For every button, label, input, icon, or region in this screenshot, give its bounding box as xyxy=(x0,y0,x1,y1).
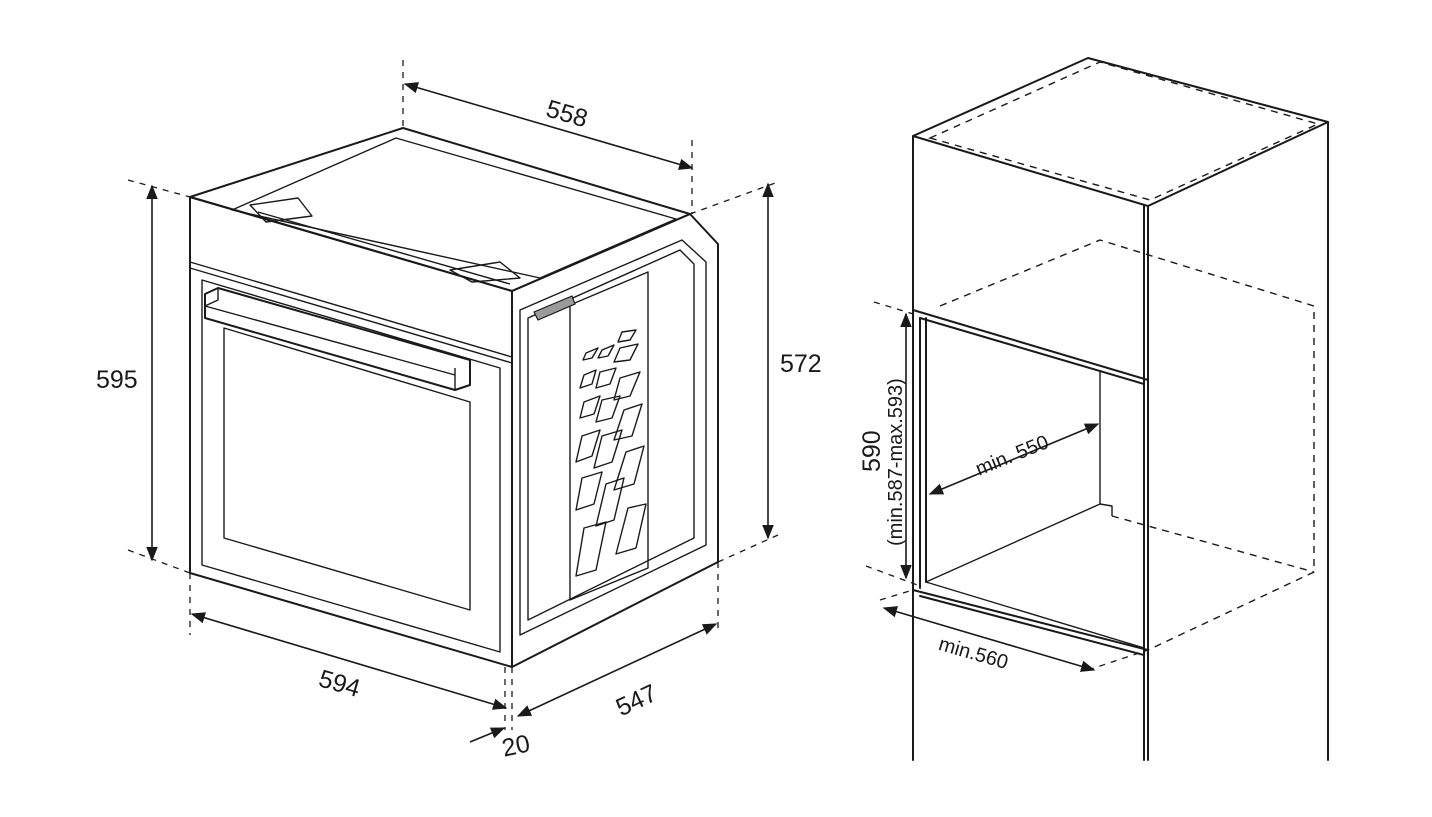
oven-side xyxy=(511,213,719,668)
label-depth-side: 547 xyxy=(612,679,662,722)
oven-extension-lines xyxy=(127,60,779,730)
oven-top xyxy=(189,127,691,292)
label-niche-height: 590 xyxy=(858,430,886,472)
label-niche-height-range: (min.587-max.593) xyxy=(885,378,907,546)
cabinet-extension-lines xyxy=(865,301,1149,671)
label-depth-top: 558 xyxy=(543,95,591,133)
label-front-offset: 20 xyxy=(499,729,532,762)
niche-interior xyxy=(939,239,1315,651)
cabinet-dimension-lines xyxy=(882,312,1100,672)
label-width: 594 xyxy=(316,665,364,703)
label-height-front: 595 xyxy=(96,366,138,394)
oven-window xyxy=(223,327,471,611)
vent-pattern xyxy=(575,329,647,577)
oven-dimension-lines xyxy=(146,82,774,743)
oven-rail xyxy=(533,295,576,321)
cabinet-top xyxy=(912,57,1329,207)
oven-drawing xyxy=(189,127,719,668)
label-height-side: 572 xyxy=(780,350,822,378)
cabinet-drawing xyxy=(912,57,1329,761)
label-niche-width: min.560 xyxy=(936,633,1010,674)
label-niche-depth: min. 550 xyxy=(973,431,1052,480)
